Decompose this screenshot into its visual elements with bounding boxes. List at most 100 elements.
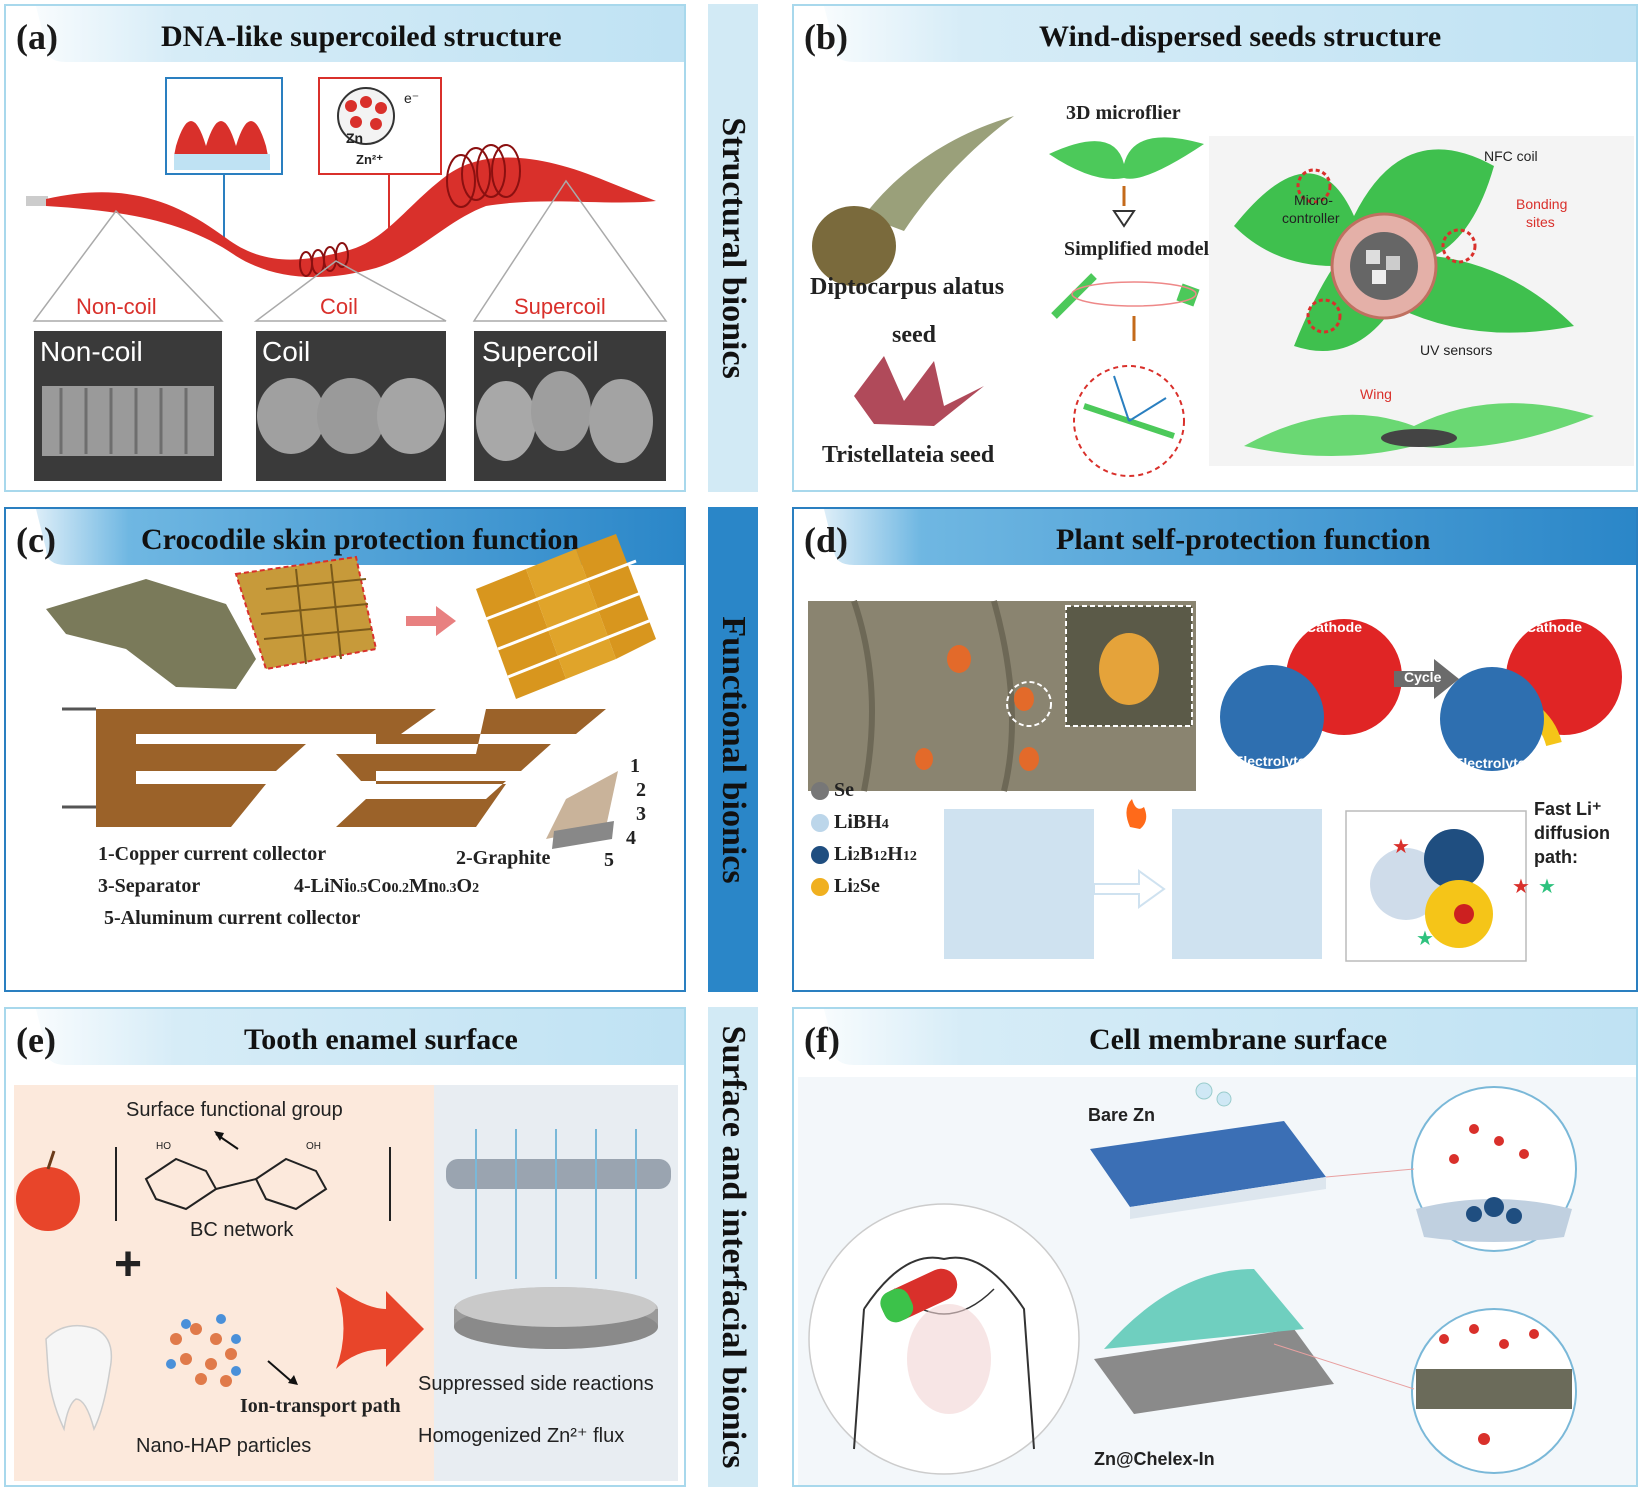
- chelex-label: Zn@Chelex-In: [1094, 1449, 1215, 1469]
- panel-a-header: (a) DNA-like supercoiled structure: [6, 6, 684, 70]
- microflier-label: 3D microflier: [1066, 102, 1181, 124]
- legend-li2b12h12-part: B: [859, 843, 874, 865]
- panel-a: (a) DNA-like supercoiled structure: [4, 4, 686, 492]
- nano-hap-label: Nano-HAP particles: [136, 1435, 312, 1457]
- legend-li2b12h12-part: Li: [834, 843, 853, 865]
- legend-li2se-part: Li: [834, 875, 853, 897]
- legend-4-sub: 0.3: [439, 881, 457, 896]
- microcontroller-label-2: controller: [1282, 210, 1340, 226]
- legend-2: 2-Graphite: [456, 847, 551, 869]
- panel-c: (c) Crocodile skin protection function 1…: [4, 507, 686, 992]
- microcontroller-label-1: Micro-: [1294, 192, 1333, 208]
- bare-zn-slab: [1090, 1121, 1326, 1207]
- panel-e-title: Tooth enamel surface: [244, 1023, 518, 1056]
- region-label-coil: Coil: [320, 294, 358, 319]
- tooth: [45, 1324, 113, 1432]
- chelex-slab: [1094, 1329, 1334, 1414]
- panel-d-label: (d): [804, 520, 848, 560]
- cycle-label: Cycle: [1404, 669, 1442, 685]
- crystal-grid-1: [944, 809, 1094, 959]
- surface-functional-group-label: Surface functional group: [126, 1099, 343, 1121]
- panel-a-label: (a): [16, 17, 58, 57]
- panel-c-title: Crocodile skin protection function: [141, 523, 580, 556]
- panel-d-header-shape: [794, 509, 1636, 565]
- crystal-grid-2: [1172, 809, 1322, 959]
- side-label-surface-text: Surface and interfacial bionics: [715, 1025, 752, 1469]
- ho-label: HO: [156, 1141, 171, 1152]
- side-label-surface: Surface and interfacial bionics: [708, 1007, 758, 1487]
- ion-transport-label: Ion-transport path: [240, 1395, 401, 1417]
- aluminum-electrode: [336, 709, 606, 827]
- diptocarpus-label-2: seed: [892, 322, 936, 348]
- panel-e: (e) Tooth enamel surface Surface functio: [4, 1007, 686, 1487]
- panel-e-header: (e) Tooth enamel surface: [6, 1009, 684, 1073]
- nfc-coil-label: NFC coil: [1484, 148, 1538, 164]
- legend-3: 3-Separator: [98, 875, 201, 897]
- legend-4-part: 4-LiNi: [294, 875, 350, 897]
- panel-b: (b) Wind-dispersed seeds structure Dipto: [792, 4, 1638, 492]
- panel-f-label: (f): [804, 1020, 840, 1060]
- uv-sensors-label: UV sensors: [1420, 342, 1493, 358]
- legend-li2se-sub: 2: [852, 881, 860, 896]
- cathode-label-1: Cathode: [1306, 619, 1362, 635]
- sem-label-noncoil: Non-coil: [40, 336, 143, 367]
- electrolyte-label-1: Electrolyte: [1234, 753, 1306, 769]
- homogenized-flux-label: Homogenized Zn²⁺ flux: [418, 1425, 625, 1447]
- panel-f-header: (f) Cell membrane surface: [794, 1009, 1636, 1073]
- panel-e-label: (e): [16, 1020, 56, 1060]
- cathode-label-2: Cathode: [1526, 619, 1582, 635]
- panel-b-header-shape: [794, 6, 1636, 62]
- cycle-arrow: [1394, 659, 1459, 699]
- layer-number-3: 3: [636, 803, 646, 825]
- fast-li-label-3: path:: [1534, 847, 1578, 867]
- zn-ion-label: Zn²⁺: [356, 152, 384, 167]
- layer-number-2: 2: [636, 779, 646, 801]
- side-label-functional-text: Functional bionics: [715, 615, 752, 884]
- layer-number-5: 5: [604, 849, 614, 871]
- electrolyte-label-2: Electrolyte: [1454, 755, 1526, 771]
- crocodile: [46, 579, 256, 689]
- copper-electrode: [96, 709, 436, 827]
- panel-e-header-shape: [6, 1009, 684, 1065]
- fast-li-label-1: Fast Li⁺: [1534, 799, 1602, 819]
- legend-libh4-sub: 4: [881, 817, 889, 832]
- panel-b-title: Wind-dispersed seeds structure: [1039, 20, 1442, 53]
- legend-libh4-main: LiBH: [834, 811, 882, 833]
- tristellateia-seed: [854, 356, 984, 426]
- legend-4-part: O: [456, 875, 473, 897]
- sem-label-supercoil: Supercoil: [482, 336, 599, 367]
- region-label-supercoil: Supercoil: [514, 294, 606, 319]
- body-outline: [853, 1256, 1035, 1450]
- svg-text:★: ★: [1538, 876, 1556, 898]
- legend-4-part: Mn: [409, 875, 440, 897]
- panel-d-header: (d) Plant self-protection function: [794, 509, 1636, 573]
- legend-4-part: Co: [367, 875, 392, 897]
- suppressed-side-reactions-label: Suppressed side reactions: [418, 1373, 654, 1395]
- bare-zn-label: Bare Zn: [1088, 1105, 1156, 1125]
- scale-blocks: [476, 534, 656, 699]
- panel-b-label: (b): [804, 17, 848, 57]
- panel-a-title: DNA-like supercoiled structure: [161, 20, 562, 53]
- legend-li2b12h12-sub: 2: [852, 849, 860, 864]
- legend-se: Se: [834, 779, 854, 801]
- legend-1: 1-Copper current collector: [98, 843, 327, 865]
- panel-e-illustration: [14, 1085, 678, 1481]
- panel-f-title: Cell membrane surface: [1089, 1023, 1388, 1056]
- panel-f-header-shape: [794, 1009, 1636, 1065]
- diptocarpus-seed: [812, 206, 896, 286]
- bonding-sites-label-1: Bonding: [1516, 196, 1568, 212]
- electrolyte-sphere-1: [1220, 665, 1324, 769]
- side-label-structural-text: Structural bionics: [715, 117, 752, 379]
- legend-5: 5-Aluminum current collector: [104, 907, 361, 929]
- panel-c-header: (c) Crocodile skin protection function: [6, 509, 684, 573]
- panel-c-header-shape: [6, 509, 684, 565]
- panel-d-illustration: ★ ★ ★ ★: [808, 600, 1622, 962]
- legend-li2se-part: Se: [859, 875, 880, 897]
- panel-c-illustration: [46, 534, 656, 849]
- side-label-functional: Functional bionics: [708, 507, 758, 992]
- sem-label-coil: Coil: [262, 336, 311, 367]
- legend-li2se: Li2Se: [834, 875, 880, 898]
- capsule: [880, 1268, 958, 1323]
- wing-label: Wing: [1360, 386, 1392, 402]
- panel-d-title: Plant self-protection function: [1056, 523, 1431, 556]
